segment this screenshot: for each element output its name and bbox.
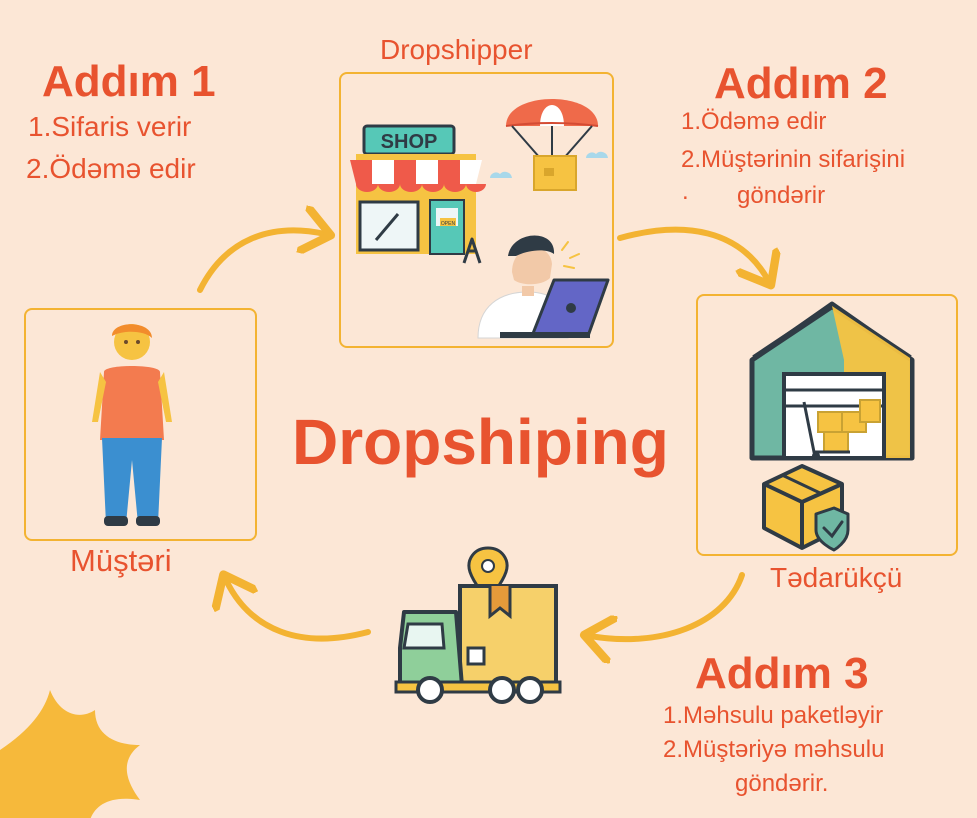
parachute-box-icon xyxy=(490,99,608,191)
step-2-line-3: göndərir xyxy=(737,182,826,209)
step-3-line-1: 1.Məhsulu paketləyir xyxy=(663,702,884,729)
step-2-dot: . xyxy=(682,178,689,205)
step-1-line-1: 1.Sifaris verir xyxy=(28,111,192,142)
step-1-title: Addım 1 xyxy=(42,57,216,106)
step-3-line-3: göndərir. xyxy=(735,770,829,797)
dropshipper-label: Dropshipper xyxy=(380,34,533,65)
diagram-title: Dropshiping xyxy=(292,406,669,478)
person-icon xyxy=(92,324,172,526)
step-2-title: Addım 2 xyxy=(714,59,888,108)
shop-icon: SHOP OPEN xyxy=(350,124,486,255)
step-1-line-2: 2.Ödəmə edir xyxy=(26,153,196,184)
step-3-title: Addım 3 xyxy=(695,649,869,698)
step-3-line-2: 2.Müştəriyə məhsulu xyxy=(663,736,885,763)
shield-box-icon xyxy=(762,464,850,552)
dropshipper-box xyxy=(339,72,614,348)
delivery-truck-icon xyxy=(394,546,562,704)
customer-label: Müştəri xyxy=(70,543,172,578)
laptop-person-icon xyxy=(477,235,610,339)
warehouse-icon xyxy=(749,301,915,461)
leaf-icon xyxy=(0,690,140,818)
customer-box xyxy=(24,308,257,541)
shop-sign-text: SHOP xyxy=(381,131,438,153)
sign-board-icon xyxy=(462,237,482,264)
supplier-label: Tədarükçü xyxy=(770,562,903,593)
supplier-box xyxy=(696,294,958,556)
step-2-line-2: 2.Müştərinin sifarişini xyxy=(681,146,906,173)
step-2-line-1: 1.Ödəmə edir xyxy=(681,108,827,135)
open-sign-text: OPEN xyxy=(441,221,456,227)
